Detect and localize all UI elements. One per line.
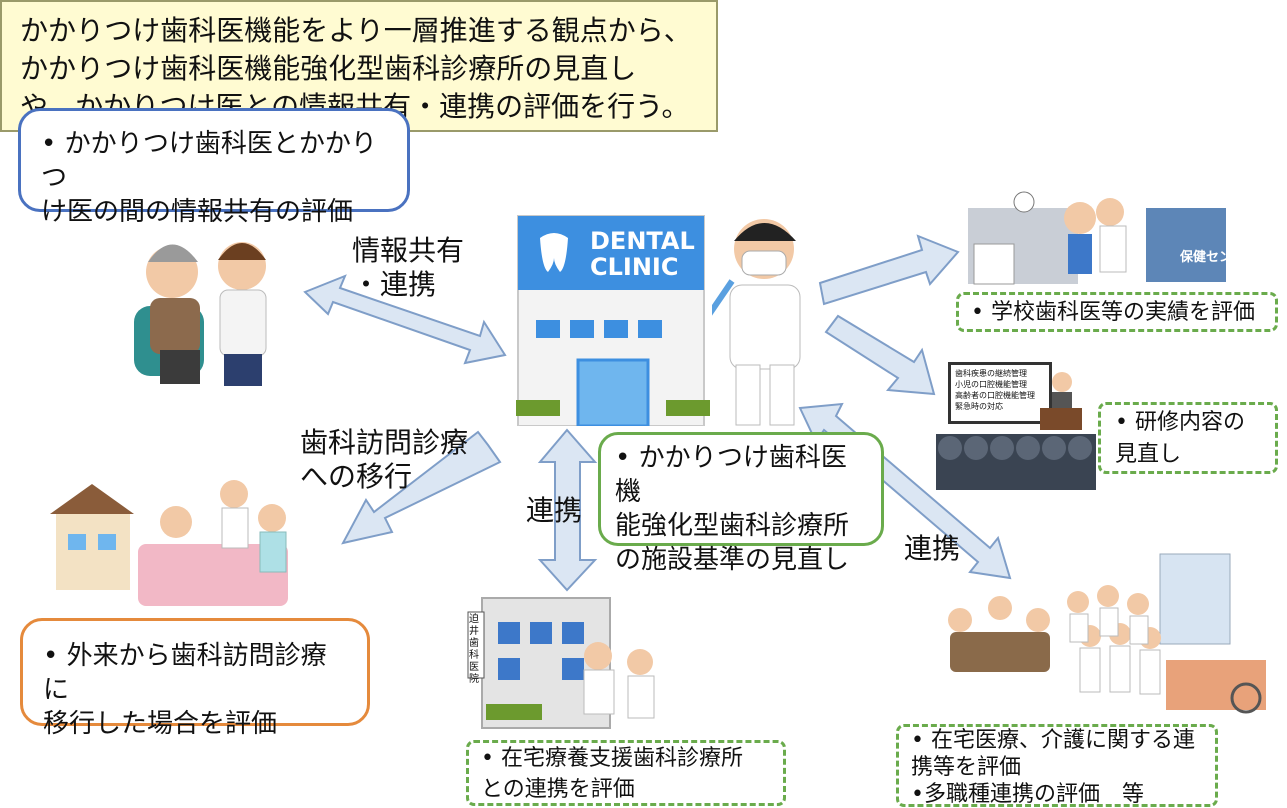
- callout-visit-evaluation: • 外来から歯科訪問診療に 移行した場合を評価: [20, 618, 370, 739]
- summary-line-1: かかりつけ歯科医機能をより一層推進する観点から、: [20, 14, 692, 47]
- dental-clinic-building: [516, 215, 710, 426]
- home-visit-illustration: [50, 480, 288, 606]
- dentist-illustration: [712, 219, 801, 426]
- double-arrow-info-share: [303, 274, 507, 365]
- lecture-audience-illustration: [936, 372, 1096, 490]
- callout-home-support-clinic: • 在宅療養支援歯科診療所 との連携を評価: [466, 740, 786, 806]
- lecture-line-2: 小児の口腔機能管理: [955, 380, 1027, 389]
- label-info-share: 情報共有 ・連携: [352, 234, 465, 301]
- multi-profession-illustration: [948, 553, 1266, 714]
- doctor-patient-illustration: [134, 242, 267, 386]
- label-visit-transition: 歯科訪問診療 への移行: [300, 426, 469, 493]
- double-arrow-cooperation-down: [537, 428, 598, 592]
- health-center-sign: 保健センター: [1180, 250, 1259, 265]
- callout-training: • 研修内容の 見直し: [1098, 402, 1278, 474]
- home-support-clinic-illustration: [467, 597, 655, 729]
- label-cooperation-right: 連携: [904, 532, 961, 565]
- summary-line-2: かかりつけ歯科医機能強化型歯科診療所の見直し: [20, 52, 637, 85]
- arrow-to-school: [818, 234, 960, 306]
- lecture-line-3: 高齢者の口腔機能管理: [955, 391, 1035, 400]
- school-health-center-illustration: [968, 191, 1226, 285]
- callout-facility-standard: • かかりつけ歯科医機 能強化型歯科診療所 の施設基準の見直し: [598, 432, 884, 575]
- callout-multi-profession: • 在宅医療、介護に関する連 携等を評価 •多職種連携の評価 等: [896, 724, 1218, 807]
- callout-school-dentist: • 学校歯科医等の実績を評価: [956, 292, 1278, 332]
- label-cooperation-down: 連携: [526, 494, 583, 527]
- arrow-to-training: [824, 314, 936, 396]
- arrow-visit-transition: [341, 430, 502, 545]
- lecture-line-4: 緊急時の対応: [955, 402, 1003, 411]
- callout-info-share-evaluation: • かかりつけ歯科医とかかりつ け医の間の情報共有の評価: [18, 108, 410, 227]
- lecture-screen: 歯科疾患の継続管理 小児の口腔機能管理 高齢者の口腔機能管理 緊急時の対応: [948, 362, 1052, 424]
- lecture-line-1: 歯科疾患の継続管理: [955, 369, 1027, 378]
- clinic-sign-text: DENTAL CLINIC: [590, 227, 695, 281]
- clinic-building-sign: 迫井歯科医院: [469, 614, 479, 685]
